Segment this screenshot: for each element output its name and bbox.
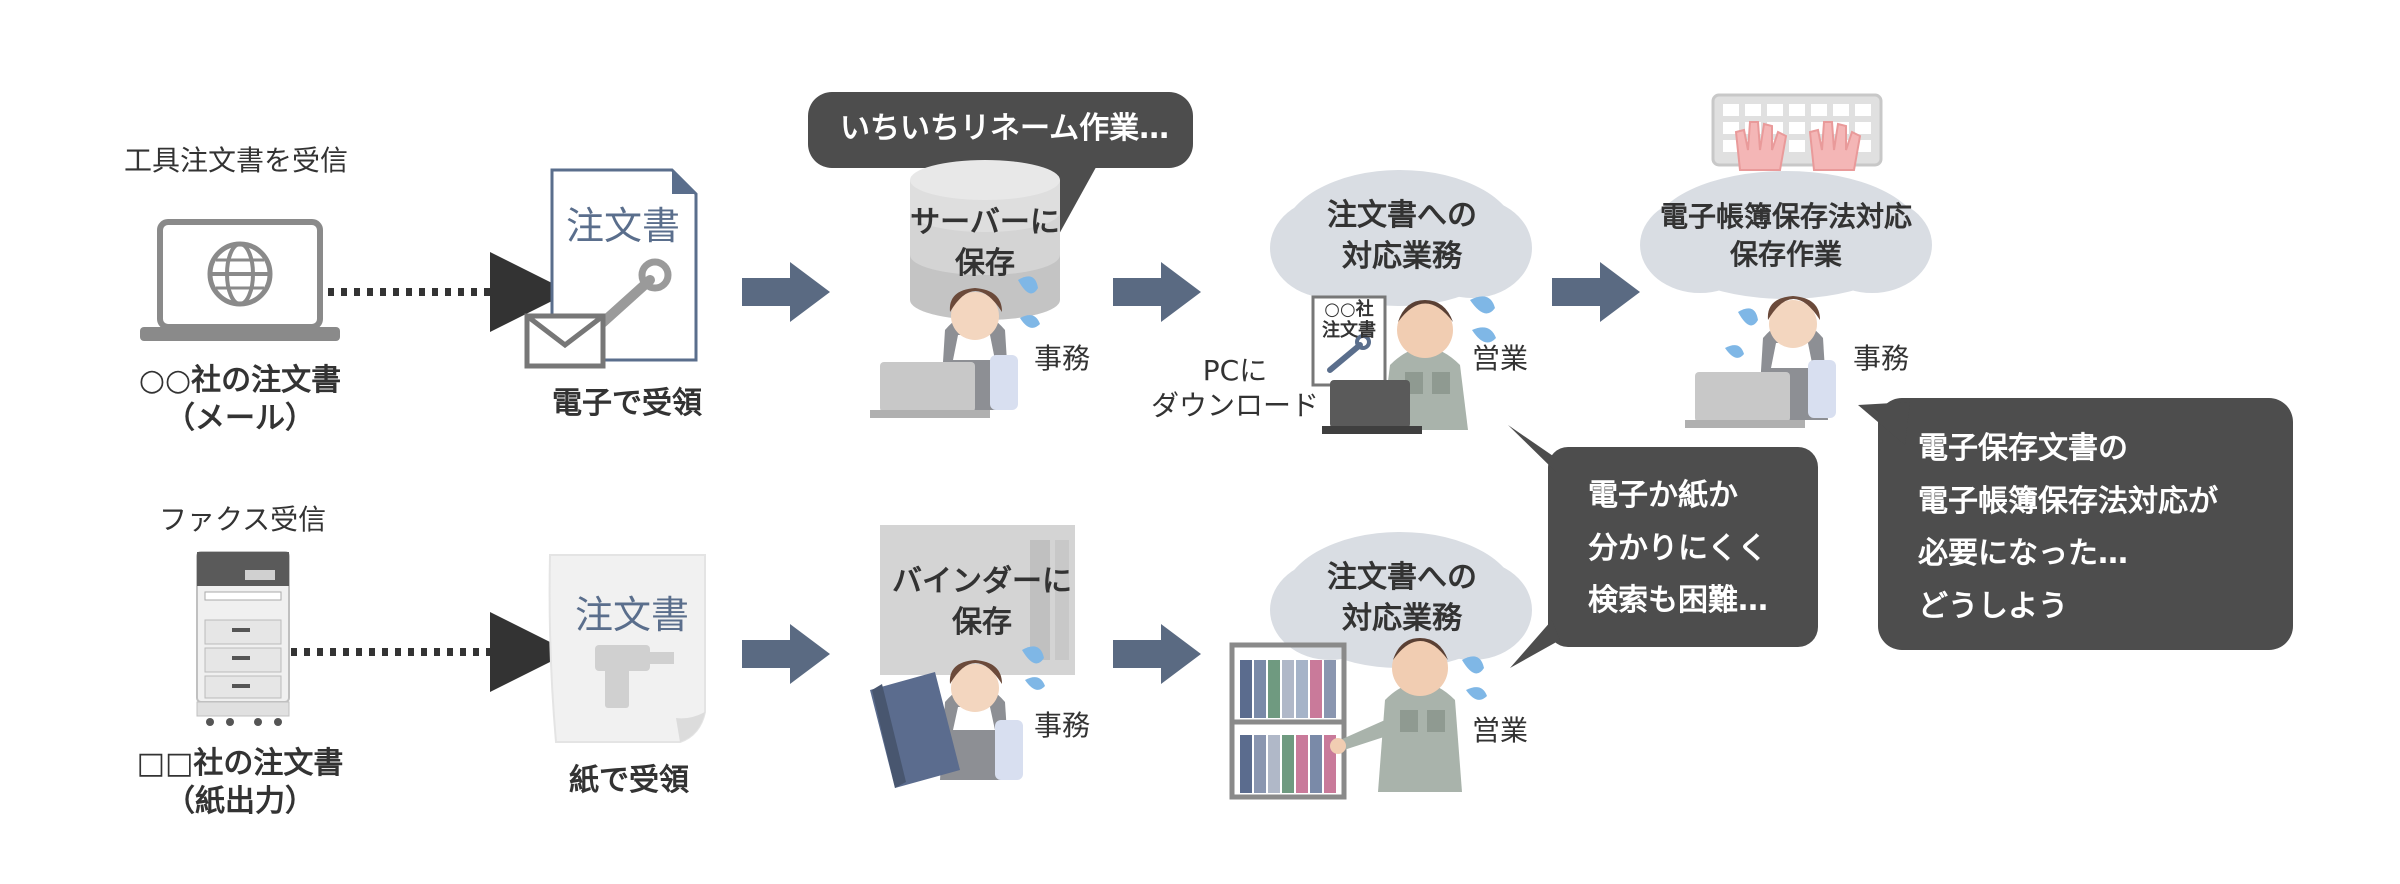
law-callout-line1: 電子保存文書の xyxy=(1918,431,2128,466)
server-save-label-line1: サーバーに xyxy=(910,205,1060,240)
search-speech-bubble xyxy=(1508,425,1818,668)
fax-source-label: □□社の注文書 （紙出力） xyxy=(137,745,344,820)
search-callout-line1: 電子か紙か xyxy=(1588,478,1738,513)
flow-arrow-5 xyxy=(1113,624,1201,684)
fax-source-caption: ファクス受信 xyxy=(159,503,327,536)
download-label: PCに ダウンロード xyxy=(1151,353,1319,423)
email-source-caption: 工具注文書を受信 xyxy=(124,144,349,177)
small-order-document-icon xyxy=(1311,295,1387,387)
rename-bubble-text: いちいちリネーム作業… xyxy=(840,111,1170,146)
law-callout-text: 電子保存文書の 電子帳簿保存法対応が 必要になった… どうしよう xyxy=(1918,423,2218,633)
clerk-with-laptop-icon xyxy=(870,288,1018,418)
binder-icon xyxy=(870,672,960,788)
email-source-label-line2: （メール） xyxy=(164,400,315,436)
paper-document-icon xyxy=(548,554,706,743)
receive-electronic-label: 電子で受領 xyxy=(552,386,702,421)
binder-save-label-line1: バインダーに xyxy=(892,564,1072,599)
clerk-role-label: 事務 xyxy=(1034,342,1091,375)
search-callout-text: 電子か紙か 分かりにくく 検索も困難… xyxy=(1588,470,1768,628)
archive-cloud-line1: 電子帳簿保存法対応 xyxy=(1659,200,1913,233)
flow-arrow-1 xyxy=(742,262,830,322)
archive-cloud-text: 電子帳簿保存法対応 保存作業 xyxy=(1660,198,1912,274)
sweat-drops-icon xyxy=(1725,308,1758,358)
electronic-doc-title: 注文書 xyxy=(566,204,681,248)
archive-role-label: 事務 xyxy=(1853,342,1910,375)
download-label-line2: ダウンロード xyxy=(1150,389,1320,422)
small-doc-label: ○○社 注文書 xyxy=(1322,299,1376,341)
copier-icon xyxy=(196,551,290,726)
binder-shelf-icon xyxy=(880,525,1075,675)
order-cloud-bottom-line2: 対応業務 xyxy=(1342,600,1462,636)
archive-cloud-line2: 保存作業 xyxy=(1729,237,1843,271)
clerk-role-label-bottom: 事務 xyxy=(1034,709,1091,742)
binder-save-label: バインダーに 保存 xyxy=(892,562,1072,643)
sales-role-label: 営業 xyxy=(1472,342,1529,375)
law-speech-bubble xyxy=(1858,398,2293,650)
drill-icon xyxy=(595,645,674,708)
email-source-label: ○○社の注文書 （メール） xyxy=(139,362,341,437)
envelope-icon xyxy=(524,313,606,369)
sweat-drops-icon xyxy=(1022,646,1045,690)
small-doc-label-line1: ○○社 xyxy=(1324,299,1374,320)
download-label-line1: PCに xyxy=(1202,354,1268,387)
search-callout-line3: 検索も困難… xyxy=(1588,583,1768,618)
electronic-document-icon xyxy=(524,168,698,369)
order-cloud-top-line1: 注文書への xyxy=(1327,198,1477,233)
sweat-drops-icon xyxy=(1470,296,1496,343)
file-shelf-icon xyxy=(1229,642,1347,800)
server-save-label: サーバーに 保存 xyxy=(910,203,1060,284)
wrench-icon xyxy=(595,258,672,330)
flow-arrow-2 xyxy=(1113,262,1201,322)
clerk-with-binder-icon xyxy=(870,660,1023,788)
clerk-with-laptop-icon xyxy=(1685,296,1836,428)
sweat-drops-icon xyxy=(1462,656,1487,700)
small-doc-label-line2: 注文書 xyxy=(1322,319,1376,341)
fax-source-label-line1: □□社の注文書 xyxy=(136,746,344,781)
paper-doc-title: 注文書 xyxy=(575,593,690,637)
salesperson-with-laptop-icon xyxy=(1322,300,1468,434)
email-source-label-line1: ○○社の注文書 xyxy=(138,363,342,398)
order-cloud-top-line2: 対応業務 xyxy=(1342,238,1462,274)
order-task-cloud-top xyxy=(1270,170,1532,306)
receive-paper-label: 紙で受領 xyxy=(569,763,689,798)
law-callout-line2: 電子帳簿保存法対応が xyxy=(1918,483,2218,519)
law-callout-line3: 必要になった… xyxy=(1918,536,2128,571)
fax-source-label-line2: （紙出力） xyxy=(164,783,315,819)
order-cloud-top-text: 注文書への 対応業務 xyxy=(1327,196,1477,277)
sales-role-label-bottom: 営業 xyxy=(1472,714,1529,747)
order-cloud-bottom-text: 注文書への 対応業務 xyxy=(1327,558,1477,639)
binder-save-label-line2: 保存 xyxy=(952,604,1012,640)
law-callout-line4: どうしよう xyxy=(1918,588,2068,624)
laptop-icon xyxy=(140,219,340,341)
sweat-drops-icon xyxy=(1018,276,1040,328)
flow-arrow-3 xyxy=(1552,262,1640,322)
order-task-cloud-bottom xyxy=(1270,532,1532,668)
search-callout-line2: 分かりにくく xyxy=(1588,530,1768,566)
order-cloud-bottom-line1: 注文書への xyxy=(1327,560,1477,595)
server-save-label-line2: 保存 xyxy=(954,245,1015,281)
salesperson-pointing-icon xyxy=(1330,638,1462,792)
archive-task-cloud xyxy=(1640,171,1932,299)
flow-arrow-4 xyxy=(742,624,830,684)
keyboard-hands-icon xyxy=(1711,93,1883,171)
